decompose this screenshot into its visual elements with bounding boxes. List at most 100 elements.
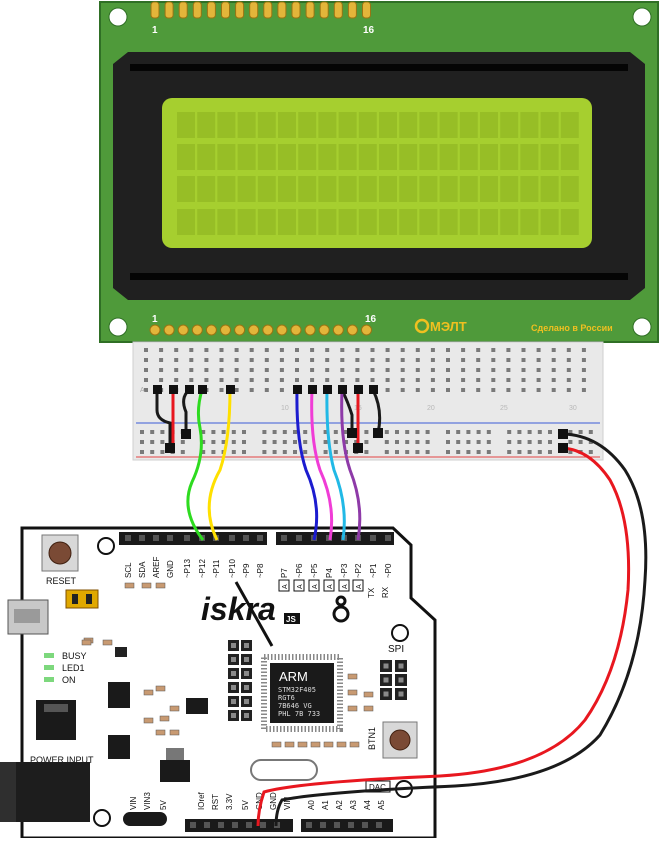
lcd-char-cell [257,112,276,138]
header-pin [229,535,235,541]
bb-rail-hole [527,450,532,454]
bb-hole [385,358,390,362]
spi-pin-core [398,691,404,697]
power-pin-label: 3.3V [225,793,234,810]
lcd-char-cell [500,112,519,138]
bb-hole [234,378,239,382]
lcd-char-cell [439,144,458,170]
wire-cyan [325,389,346,541]
wire-purple [340,389,362,541]
bb-rail-hole [160,430,165,434]
bb-rail-hole [180,440,185,444]
bb-hole [581,388,586,392]
tx-label: TX [367,587,376,598]
bezel-slot [130,64,628,71]
header-pin [153,535,159,541]
header-pin [348,822,354,828]
lcd-pin [164,1,174,19]
lcd-pin [346,324,358,336]
lcd-char-cell [177,112,195,138]
smd-resistor [143,717,154,724]
bb-hole [144,378,148,382]
analog-pin-label: A3 [349,800,358,810]
header-pin-label: ~P3 [340,563,349,578]
bb-rail-hole [537,440,542,444]
bb-rail-hole [486,450,491,454]
header-pin [334,822,340,828]
lcd-char-cell [399,144,418,170]
icsp-pin-core [231,699,236,704]
header-pin-label: P4 [325,568,334,578]
bb-hole [159,358,164,362]
header-pin-label: P7 [280,568,289,578]
bb-hole [340,358,345,362]
bb-rail-hole [507,450,512,454]
analog-marker-box [352,579,364,592]
digital-header-right [276,532,394,545]
bb-hole [551,378,556,382]
bb-hole [279,348,284,352]
power-pin-label: VIN [283,796,292,810]
header-pin-label: ~P8 [256,563,265,578]
bb-hole [355,368,360,372]
bb-hole [446,388,450,392]
lcd-char-cell [278,176,296,202]
bb-rail-hole [537,430,542,434]
lcd-pin-last-bottom-label: 16 [365,314,377,325]
bb-rail-hole [507,440,512,444]
reset-button-cap[interactable] [48,541,72,565]
lcd-char-cell [298,176,317,202]
lcd-pin [249,1,259,19]
bb-hole [295,368,299,372]
bb-rail-hole [333,440,338,444]
lcd-made-in: Сделано в России [531,323,613,333]
bb-hole [461,388,466,392]
bb-hole [264,348,269,352]
lcd-pin [319,1,329,19]
header-pin [385,535,391,541]
bb-hole [581,358,586,362]
bb-rail-hole [415,450,420,454]
wire-cap [308,385,317,394]
bb-hole [355,348,360,352]
bb-hole [430,378,435,382]
lcd-pin [361,324,372,336]
analog-marker: A [312,584,319,589]
lcd-pin [263,1,273,19]
lcd-char-cell [358,209,377,235]
icsp-pin-core [244,643,249,648]
bb-hole [506,378,511,382]
smd-resistor [297,741,308,748]
power-pin-label: GND [269,792,278,810]
btn1-cap[interactable] [389,729,411,751]
lcd-char-cell [278,144,296,170]
bb-hole [521,388,526,392]
bb-hole [159,368,164,372]
bb-rail-hole [548,450,552,454]
bb-rail-hole [364,430,369,434]
lcd-char-cell [399,112,418,138]
bb-hole [581,378,586,382]
bb-hole [249,348,254,352]
lcd-char-cell [480,144,498,170]
jumper-black [155,390,172,448]
bb-rail-hole [537,450,542,454]
lcd-pin [220,324,231,336]
lcd-char-cell [217,209,236,235]
bb-rail-hole [405,430,410,434]
header-pin [306,822,312,828]
analog-pin-label: A0 [307,800,316,810]
bb-rail-hole [476,430,481,434]
lcd-char-cell [358,176,377,202]
mount-hole [108,7,128,27]
lcd-pin [178,1,188,19]
lcd-char-cell [560,144,579,170]
bb-hole [385,368,390,372]
rx-label: RX [381,586,390,598]
bb-hole [370,378,375,382]
bb-hole [144,368,148,372]
bb-hole [446,378,450,382]
bb-rail-hole [425,430,430,434]
lcd-char-cell [197,176,216,202]
wire-cap [169,385,178,394]
